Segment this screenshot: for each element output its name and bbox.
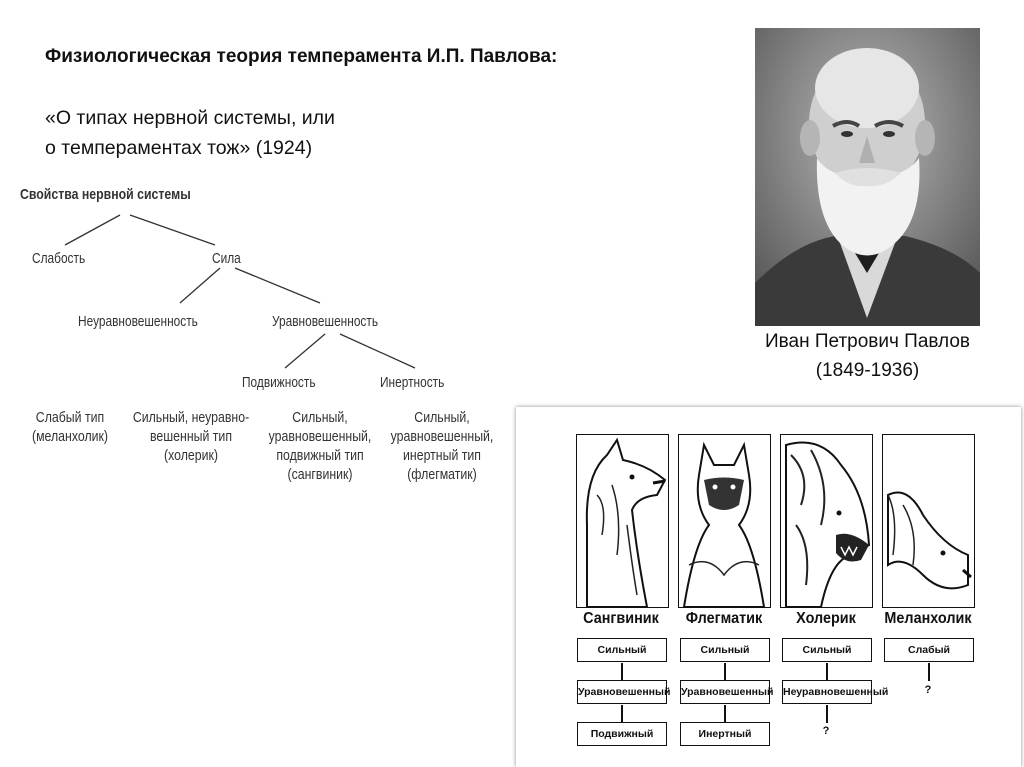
type-label-melancholic: Меланхолик — [883, 610, 973, 628]
type-label-phlegmatic: Флегматик — [681, 610, 767, 628]
pavlov-portrait — [755, 28, 980, 326]
connector — [724, 663, 726, 681]
leaf-choleric: Сильный, неуравно- вешенный тип (холерик… — [127, 409, 255, 466]
prop-unknown-choleric: ? — [816, 725, 836, 737]
tree-root: Свойства нервной системы — [20, 186, 191, 203]
leaf-sanguine: Сильный, уравновешенный, подвижный тип (… — [261, 409, 380, 485]
node-balanced: Уравновешенность — [272, 314, 378, 330]
prop-balance-phlegmatic: Уравновешенный — [680, 680, 770, 704]
connector — [621, 663, 623, 681]
dog-sanguine-illustration — [577, 435, 668, 607]
prop-strength-sanguine: Сильный — [577, 638, 667, 662]
prop-mobility-sanguine: Подвижный — [577, 722, 667, 746]
leaf-phlegmatic: Сильный, уравновешенный, инертный тип (ф… — [383, 409, 502, 485]
node-mobility: Подвижность — [242, 375, 316, 391]
connector — [928, 663, 930, 681]
dog-choleric-illustration — [781, 435, 872, 607]
portrait-illustration — [755, 28, 980, 326]
prop-inertia-phlegmatic: Инертный — [680, 722, 770, 746]
dog-melancholic-illustration — [883, 435, 974, 607]
prop-strength-phlegmatic: Сильный — [680, 638, 770, 662]
node-weakness: Слабость — [32, 251, 85, 267]
leaf-melancholic: Слабый тип (меланхолик) — [19, 409, 121, 447]
dog-image-sanguine — [576, 434, 669, 608]
type-label-choleric: Холерик — [783, 610, 869, 628]
portrait-caption-years: (1849-1936) — [725, 360, 1010, 382]
prop-unknown-melancholic: ? — [918, 684, 938, 696]
connector — [826, 663, 828, 681]
connector — [724, 705, 726, 723]
node-strength: Сила — [212, 251, 241, 267]
prop-strength-choleric: Сильный — [782, 638, 872, 662]
temperament-dogs-panel: Сангвиник Сильный Уравновешенный Подвижн… — [516, 407, 1021, 767]
prop-balance-choleric: Неуравновешенный — [782, 680, 872, 704]
prop-strength-melancholic: Слабый — [884, 638, 974, 662]
node-inertia: Инертность — [380, 375, 444, 391]
dog-image-choleric — [780, 434, 873, 608]
connector — [826, 705, 828, 723]
node-unbalanced: Неуравновешенность — [78, 314, 198, 330]
portrait-caption-name: Иван Петрович Павлов — [725, 331, 1010, 353]
connector — [621, 705, 623, 723]
prop-balance-sanguine: Уравновешенный — [577, 680, 667, 704]
dog-phlegmatic-illustration — [679, 435, 770, 607]
dog-image-phlegmatic — [678, 434, 771, 608]
tree-connector-lines — [0, 0, 520, 420]
type-label-sanguine: Сангвиник — [576, 610, 666, 628]
dog-image-melancholic — [882, 434, 975, 608]
